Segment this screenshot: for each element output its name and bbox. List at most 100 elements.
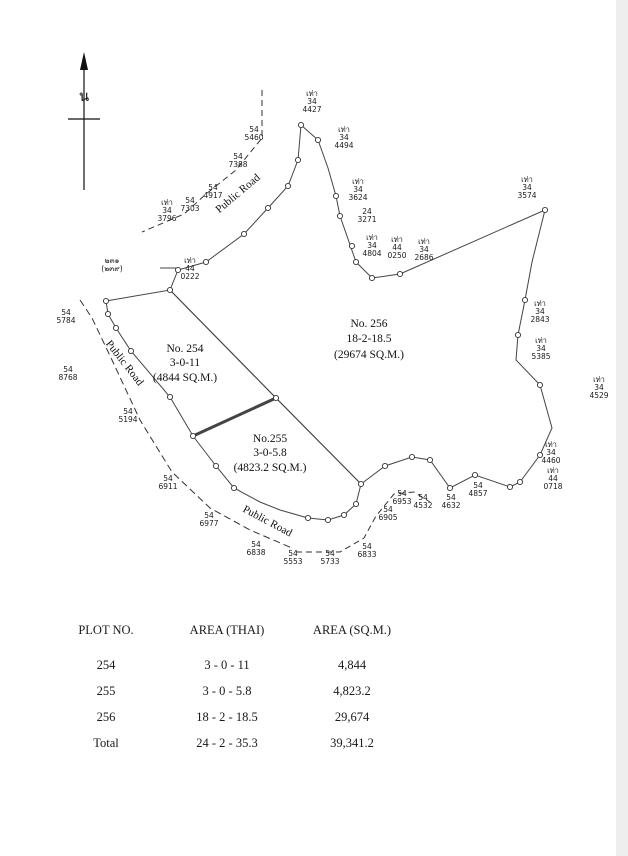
survey-marker (357, 480, 365, 488)
land-plot-map: น No. 254 3-0-11 (4844 SQ.M.) No.255 3-0… (56, 52, 609, 566)
road-edge-bottom (296, 491, 431, 553)
boundary-label-line: 34 (339, 133, 349, 142)
boundary-label-line: 4427 (302, 105, 321, 114)
plot-255-boundary (192, 397, 362, 521)
boundary-label-line: 5553 (283, 557, 302, 566)
col-header-area-sqm: AREA (SQ.M.) (312, 622, 392, 637)
boundary-label-line: 6833 (357, 550, 376, 559)
survey-marker (396, 270, 404, 278)
survey-marker (340, 511, 348, 519)
boundary-label-line: 0250 (387, 251, 406, 260)
page-edge (616, 0, 628, 856)
plot-256-area-sqm: (29674 SQ.M.) (334, 349, 404, 361)
boundary-label-line: 3624 (348, 193, 367, 202)
boundary-label-line: เท่า (184, 256, 196, 265)
survey-marker (521, 296, 529, 304)
boundary-label-line: เท่า (306, 89, 318, 98)
boundary-label-line: 4804 (362, 249, 381, 258)
col-header-plot: PLOT NO. (78, 622, 134, 637)
boundary-label-line: 3796 (157, 214, 176, 223)
survey-marker (212, 462, 220, 470)
boundary-label-line: 54 (383, 505, 393, 514)
survey-marker (240, 230, 248, 238)
area-table: PLOT NO. AREA (THAI) AREA (SQ.M.) 254 3 … (60, 620, 402, 756)
boundary-label-line: 54 (63, 365, 73, 374)
survey-marker (446, 484, 454, 492)
boundary-label-line: เท่า (391, 235, 403, 244)
boundary-label-line: 3574 (517, 191, 536, 200)
plot-255-name: No.255 (253, 433, 287, 445)
survey-marker (102, 297, 110, 305)
plot-254-label: No. 254 3-0-11 (4844 SQ.M.) (153, 343, 217, 384)
boundary-label-line: 7388 (228, 160, 247, 169)
table-row: 254 3 - 0 - 11 4,844 (60, 652, 402, 678)
boundary-label-line: เท่า (338, 125, 350, 134)
plot-255-label: No.255 3-0-5.8 (4823.2 SQ.M.) (234, 433, 307, 474)
boundary-label-line: 34 (419, 245, 429, 254)
boundary-label-line: 2686 (414, 253, 433, 262)
table-row: 256 18 - 2 - 18.5 29,674 (60, 704, 402, 730)
survey-marker (272, 394, 280, 402)
boundary-label-line: 7303 (180, 204, 199, 213)
cell-plot: 255 (96, 683, 116, 698)
survey-marker (516, 478, 524, 486)
survey-marker (104, 310, 112, 318)
survey-marker (368, 274, 376, 282)
boundary-label-line: 34 (536, 344, 546, 353)
survey-marker (381, 462, 389, 470)
boundary-label-line: 2843 (530, 315, 549, 324)
north-label: น (79, 87, 89, 105)
boundary-label-line: เท่า (161, 198, 173, 207)
survey-markers (102, 121, 549, 524)
survey-marker (348, 242, 356, 250)
survey-marker (127, 347, 135, 355)
col-header-area-thai: AREA (THAI) (189, 622, 265, 637)
cell-plot: Total (93, 735, 119, 750)
boundary-label-line: 5784 (56, 316, 75, 325)
survey-marker (174, 266, 182, 274)
boundary-label-line: 54 (288, 549, 298, 558)
boundary-label-line: 34 (594, 383, 604, 392)
road-label-west: Public Road (103, 338, 146, 388)
boundary-label-line: 54 (249, 125, 259, 134)
boundary-label-line: 54 (446, 493, 456, 502)
road-label-south: Public Road (241, 503, 295, 539)
boundary-label-line: เท่า (418, 237, 430, 246)
boundary-label-line: 54 (397, 489, 407, 498)
boundary-label-line: 34 (546, 448, 556, 457)
boundary-label-line: 6838 (246, 548, 265, 557)
boundary-label-line: 54 (163, 474, 173, 483)
boundary-label-line: 8768 (58, 373, 77, 382)
cell-area-thai: 3 - 0 - 11 (204, 657, 250, 672)
survey-marker (189, 432, 197, 440)
plot-255-area-sqm: (4823.2 SQ.M.) (234, 462, 307, 474)
survey-marker (332, 192, 340, 200)
boundary-label-line: 54 (233, 152, 243, 161)
boundary-label-line: 6977 (199, 519, 218, 528)
boundary-label-line: 54 (204, 511, 214, 520)
north-arrow: น (68, 52, 100, 190)
boundary-label-line: เท่า (352, 177, 364, 186)
boundary-label-line: 34 (353, 185, 363, 194)
plot-254-name: No. 254 (166, 343, 203, 355)
cell-area-thai: 24 - 2 - 35.3 (196, 735, 258, 750)
cell-area-sqm: 4,844 (337, 657, 367, 672)
boundary-label-line: เท่า (547, 466, 559, 475)
plot-256-name: No. 256 (350, 318, 387, 330)
boundary-label-line: 5385 (531, 352, 550, 361)
boundary-label-line: 6911 (158, 482, 177, 491)
boundary-label-line: 54 (123, 407, 133, 416)
boundary-label-line: 54 (208, 183, 218, 192)
boundary-label-line: 5194 (118, 415, 137, 424)
